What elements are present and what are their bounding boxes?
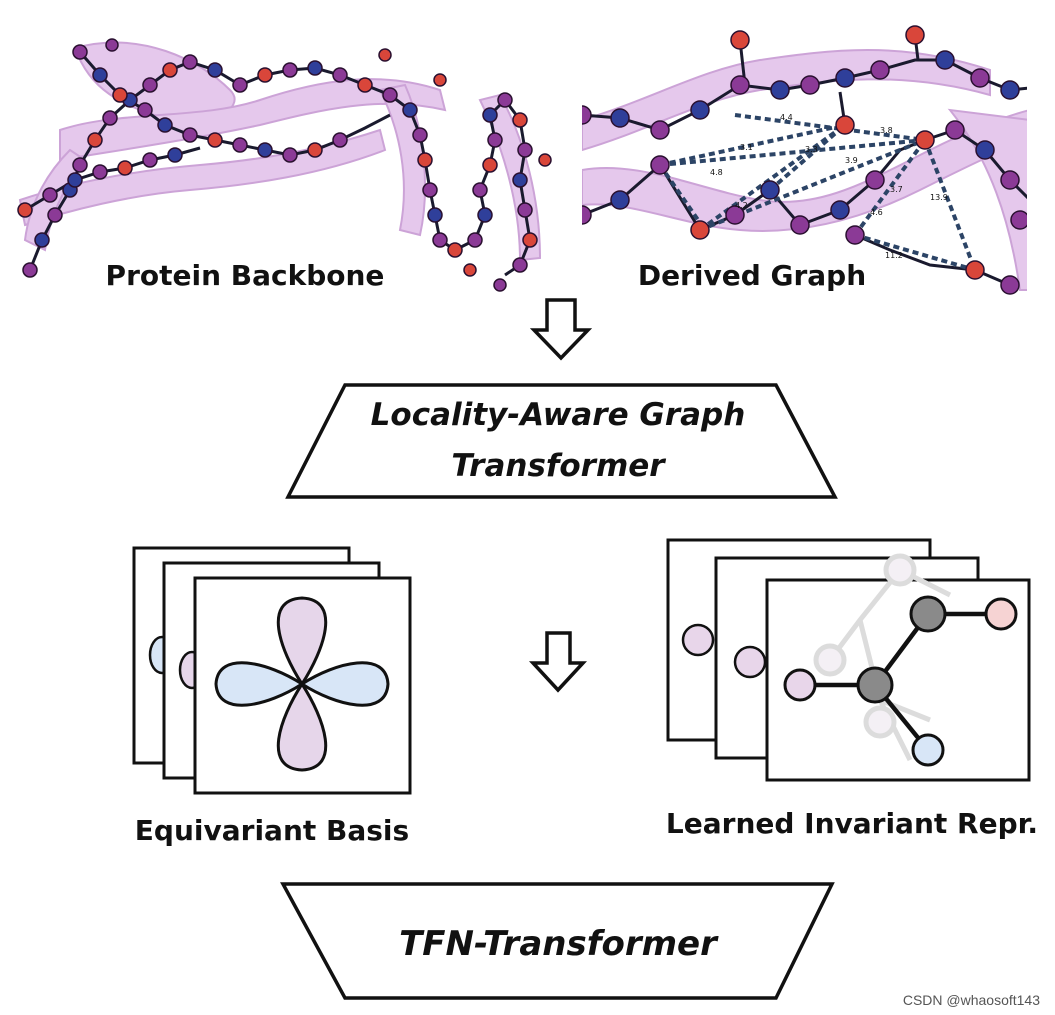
tfn-transformer-title: TFN-Transformer [399,924,719,964]
graph-atoms [582,25,1027,295]
learned-invariant-label: Learned Invariant Repr. [666,807,1038,840]
down-arrow-icon [529,298,593,361]
watermark-text: CSDN @whaosoft143 [903,992,1040,1008]
svg-text:4.8: 4.8 [710,168,723,177]
svg-text:3.8: 3.8 [880,126,893,135]
equivariant-basis-label: Equivariant Basis [135,814,409,847]
derived-graph-label: Derived Graph [638,259,866,292]
svg-text:3.9: 3.9 [845,156,858,165]
equivariant-basis-stack: Equivariant Basis [132,546,412,847]
protein-chain [28,60,532,277]
learned-invariant-stack: Learned Invariant Repr. [666,538,1038,840]
locality-aware-title-line1: Locality-Aware Graph [371,397,746,433]
protein-backbone-label: Protein Backbone [106,259,385,292]
down-arrow-icon-small [528,631,588,693]
d-orbital-icon [214,596,390,772]
svg-text:3.1: 3.1 [740,143,753,152]
svg-text:13.9: 13.9 [930,193,948,202]
graph-edge-labels: 3.1 4.4 3.8 3.3 4.8 3.9 4.2 3.7 4.6 13.9… [710,113,948,260]
svg-text:4.4: 4.4 [780,113,793,122]
protein-atoms [17,38,552,292]
molecule-graph-icon [783,595,1018,767]
svg-text:3.3: 3.3 [805,145,818,154]
protein-backbone-panel: Protein Backbone [17,38,552,292]
svg-text:4.6: 4.6 [870,208,883,217]
svg-text:4.2: 4.2 [735,201,748,210]
svg-text:3.7: 3.7 [890,185,903,194]
derived-graph-panel: 3.1 4.4 3.8 3.3 4.8 3.9 4.2 3.7 4.6 13.9… [582,25,1027,295]
svg-text:11.2: 11.2 [885,251,903,260]
locality-aware-graph-transformer-block: Locality-Aware Graph Transformer [285,383,838,499]
locality-aware-title-line2: Transformer [451,448,666,484]
tfn-transformer-block: TFN-Transformer [280,882,835,1000]
